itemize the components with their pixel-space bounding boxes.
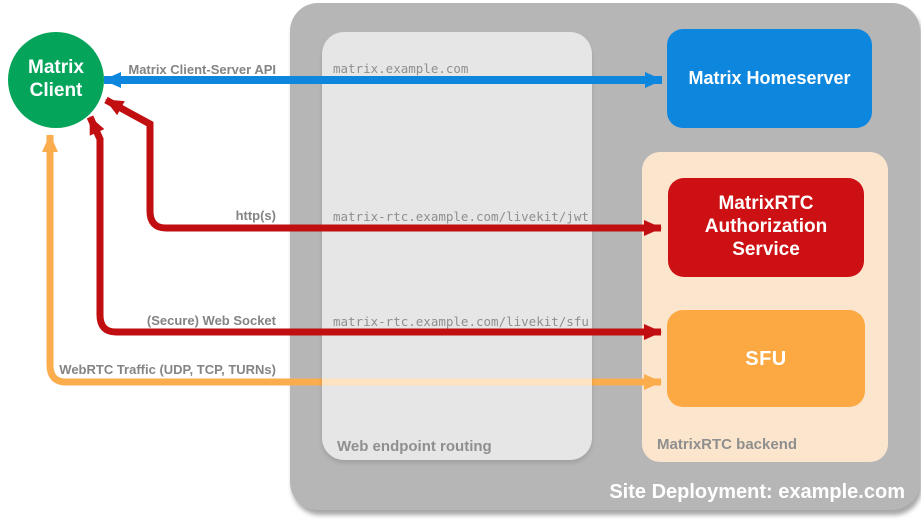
- web-endpoint-routing-label: Web endpoint routing: [337, 438, 492, 455]
- matrixrtc-authorization-service-label: MatrixRTC Authorization Service: [704, 193, 828, 260]
- matrix-client-label: Matrix Client: [28, 57, 84, 101]
- matrix-homeserver-label: Matrix Homeserver: [688, 67, 851, 88]
- web-endpoint-routing-container: [322, 32, 592, 460]
- route-host-livekit-sfu: matrix-rtc.example.com/livekit/sfu: [333, 314, 589, 329]
- matrix-homeserver-node: Matrix Homeserver: [667, 29, 872, 128]
- route-host-matrix: matrix.example.com: [333, 61, 469, 76]
- webrtc-traffic-edge-label: WebRTC Traffic (UDP, TCP, TURNs): [59, 362, 276, 377]
- matrixrtc-authorization-service-node: MatrixRTC Authorization Service: [668, 178, 864, 277]
- sfu-label: SFU: [745, 347, 787, 370]
- sfu-node: SFU: [667, 310, 865, 407]
- websocket-edge-label: (Secure) Web Socket: [146, 313, 276, 328]
- client-server-api-edge-label: Matrix Client-Server API: [128, 62, 276, 77]
- site-deployment-label: Site Deployment: example.com: [609, 481, 905, 503]
- route-host-livekit-jwt: matrix-rtc.example.com/livekit/jwt: [333, 209, 589, 224]
- matrix-client-node: Matrix Client: [8, 32, 104, 128]
- matrixrtc-backend-label: MatrixRTC backend: [657, 436, 798, 453]
- https-edge-label: http(s): [235, 208, 276, 223]
